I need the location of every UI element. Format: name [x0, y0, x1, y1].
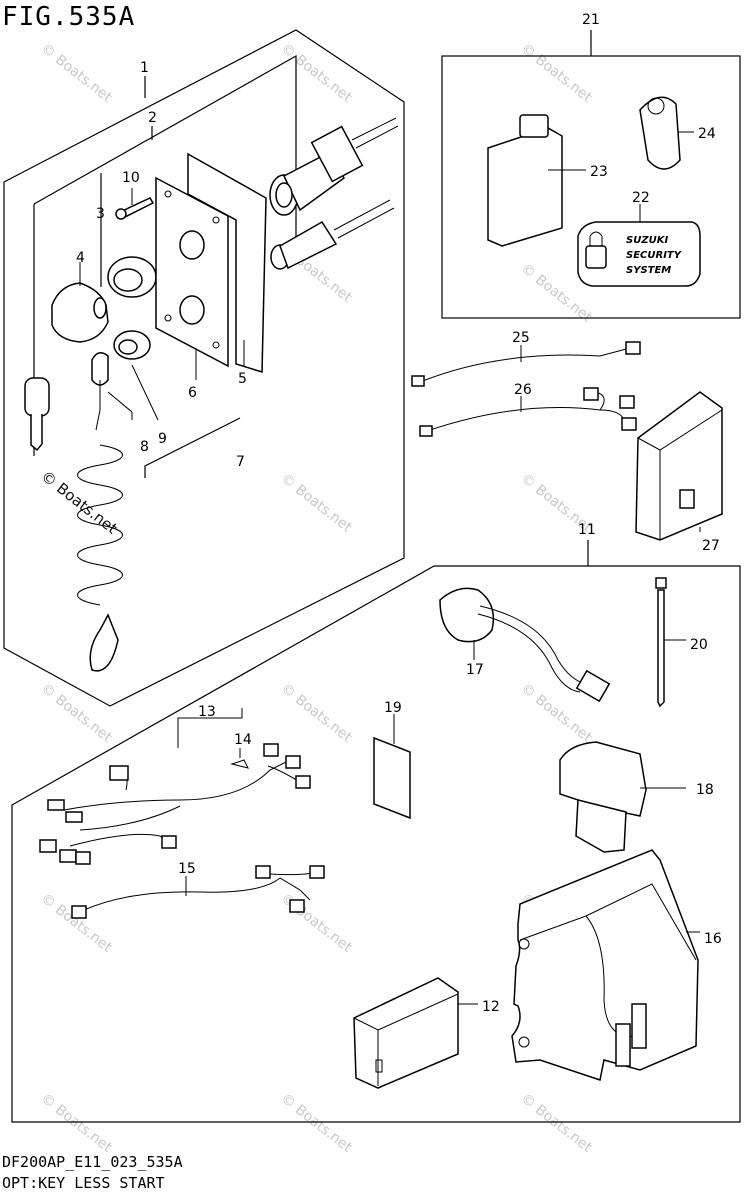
callout-2: 2	[148, 110, 157, 126]
callout-3: 3	[96, 206, 105, 222]
security-label-line1: SUZUKI	[626, 235, 668, 246]
callout-26: 26	[514, 382, 532, 398]
watermark: © Boats.net	[278, 1091, 356, 1157]
callout-14: 14	[234, 732, 252, 748]
cable-tie-20	[655, 577, 686, 708]
knob-part	[51, 262, 109, 343]
callout-9: 9	[158, 431, 167, 447]
callout-15: 15	[178, 861, 196, 877]
figure-description: OPT:KEY LESS START	[2, 1174, 165, 1192]
harness-13	[39, 708, 311, 865]
callout-19: 19	[384, 700, 402, 716]
callout-6: 6	[188, 385, 197, 401]
callout-20: 20	[690, 637, 708, 653]
lanyard-cord	[77, 352, 159, 672]
callout-1: 1	[140, 60, 149, 76]
harness-15	[71, 865, 325, 919]
watermark: © Boats.net	[518, 41, 596, 107]
callout-10: 10	[122, 170, 140, 186]
figure-code: DF200AP_E11_023_535A	[2, 1153, 183, 1171]
watermark: © Boats.net	[278, 681, 356, 747]
control-unit-27	[635, 391, 723, 541]
callout-7: 7	[236, 454, 245, 470]
key-part	[24, 377, 50, 452]
key-switch	[269, 117, 399, 270]
watermark: © Boats.net	[38, 891, 116, 957]
watermark: © Boats.net	[278, 471, 356, 537]
watermark: © Boats.net	[278, 41, 356, 107]
security-label-line3: SYSTEM	[626, 265, 671, 276]
watermark: © Boats.net	[278, 891, 356, 957]
relay-18	[559, 741, 686, 853]
watermark: © Boats.net	[518, 1091, 596, 1157]
callout-23: 23	[590, 164, 608, 180]
callout-24: 24	[698, 126, 716, 142]
callout-22: 22	[632, 190, 650, 206]
group-box-21: SUZUKI SECURITY SYSTEM	[441, 30, 741, 319]
harness-25-26	[411, 341, 641, 437]
screw-part	[115, 188, 155, 220]
callout-18: 18	[696, 782, 714, 798]
mounting-plate	[155, 152, 267, 380]
watermark: © Boats.net	[38, 41, 116, 107]
nut-parts	[107, 256, 157, 360]
group-box-11	[11, 540, 741, 1123]
security-label-line2: SECURITY	[626, 250, 683, 261]
watermark: © Boats.net	[38, 1091, 116, 1157]
callout-8: 8	[140, 439, 149, 455]
sheet-19	[373, 714, 411, 820]
figure-title: FIG.535A	[2, 2, 136, 32]
callout-12: 12	[482, 999, 500, 1015]
callout-25: 25	[512, 330, 530, 346]
callout-16: 16	[704, 931, 722, 947]
callout-11: 11	[578, 522, 596, 538]
callout-21: 21	[582, 12, 600, 28]
callout-17: 17	[466, 662, 484, 678]
callout-5: 5	[238, 371, 247, 387]
watermark: © Boats.net	[38, 681, 116, 747]
callout-13: 13	[198, 704, 216, 720]
callout-27: 27	[702, 538, 720, 554]
bracket-16	[511, 849, 700, 1081]
callout-labels: 1 2 3 4 5 6 7 8 9 10 11 12 13 14 15 16 1…	[76, 12, 722, 1015]
cover-12	[353, 977, 478, 1089]
callout-4: 4	[76, 250, 85, 266]
sensor-17	[439, 587, 611, 703]
